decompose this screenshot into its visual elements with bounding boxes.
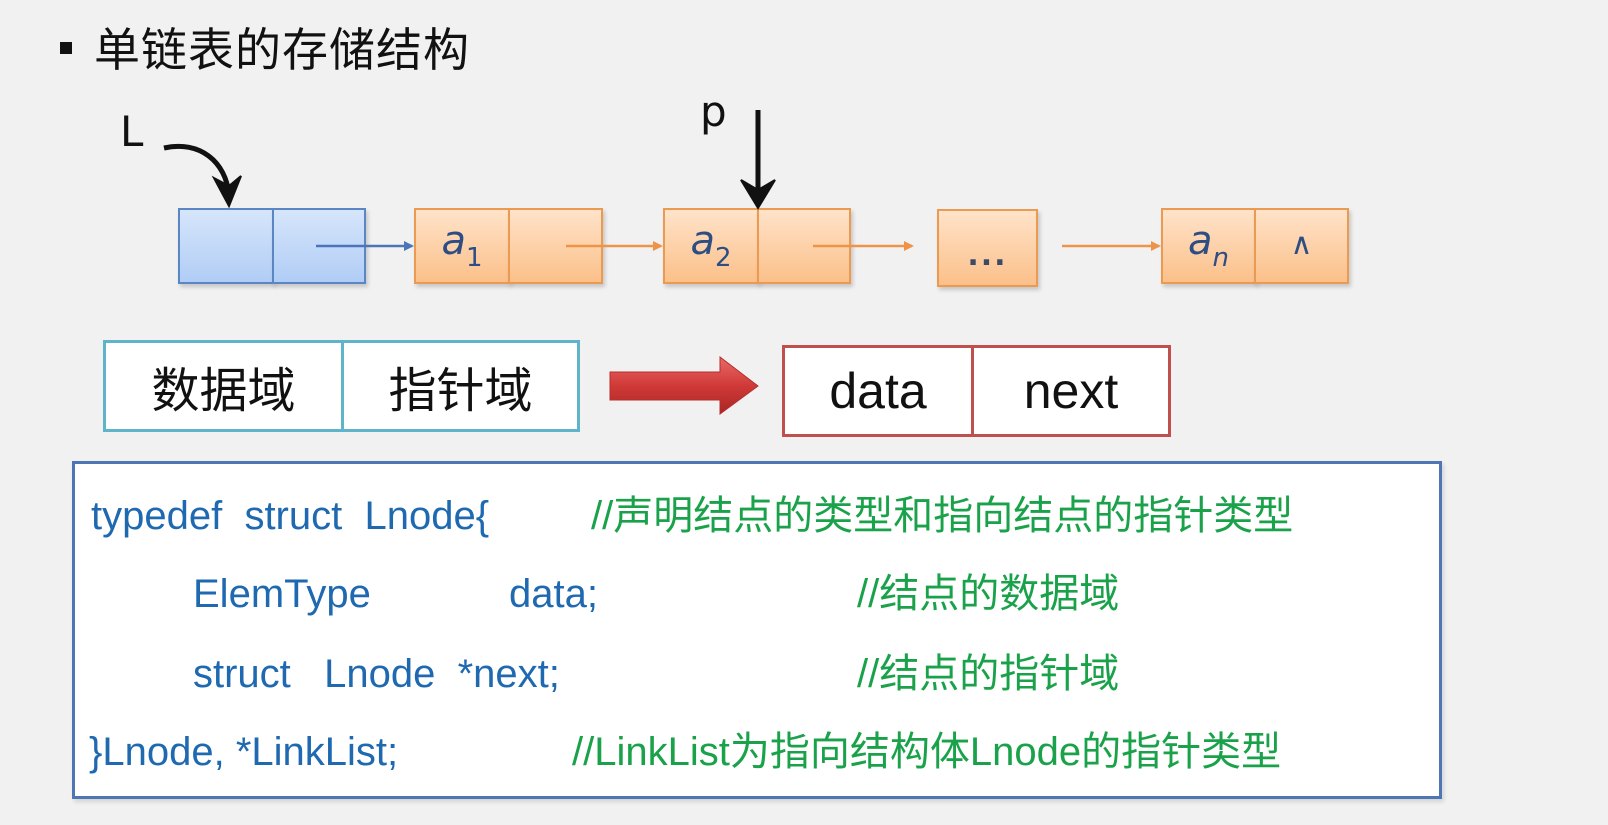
code-comment-2: //结点的数据域 [857, 572, 1120, 616]
node-a2-data-cell: a2 [663, 208, 759, 284]
null-pointer-symbol: ∧ [1290, 226, 1313, 262]
code-block: typedef struct Lnode{ //声明结点的类型和指向结点的指针类… [72, 461, 1442, 799]
node-an-next-cell: ∧ [1254, 208, 1349, 284]
code-comment-3: //结点的指针域 [857, 652, 1120, 696]
code-comment-1: //声明结点的类型和指向结点的指针类型 [591, 494, 1294, 538]
pointer-field-cn: 指针域 [341, 340, 580, 432]
current-pointer-label: p [700, 87, 727, 136]
element-label: an [1188, 218, 1229, 273]
current-pointer-arrowhead [740, 179, 776, 210]
next-field-en: next [971, 345, 1171, 437]
slide-title: 单链表的存储结构 [94, 23, 470, 77]
element-label: a1 [441, 218, 483, 273]
code-line-4: }Lnode, *LinkList; [89, 730, 399, 774]
data-field-en: data [782, 345, 974, 437]
data-field-cn: 数据域 [103, 340, 344, 432]
code-line-3: struct Lnode *next; [193, 652, 560, 696]
node-ellipsis: ... [937, 209, 1038, 287]
node-a1-data-cell: a1 [414, 208, 510, 284]
node-an-data-cell: an [1161, 208, 1256, 284]
code-comment-4: //LinkList为指向结构体Lnode的指针类型 [572, 730, 1282, 774]
title-bullet [60, 42, 72, 54]
code-line-2-field: data; [509, 572, 598, 616]
code-line-1: typedef struct Lnode{ [91, 494, 490, 538]
code-line-2-type: ElemType [193, 572, 371, 616]
head-pointer-arrowhead [211, 175, 242, 209]
ellipsis-text: ... [967, 237, 1008, 273]
head-pointer-label: L [120, 107, 144, 156]
transform-arrow-icon [609, 355, 759, 415]
element-label: a2 [690, 218, 732, 273]
